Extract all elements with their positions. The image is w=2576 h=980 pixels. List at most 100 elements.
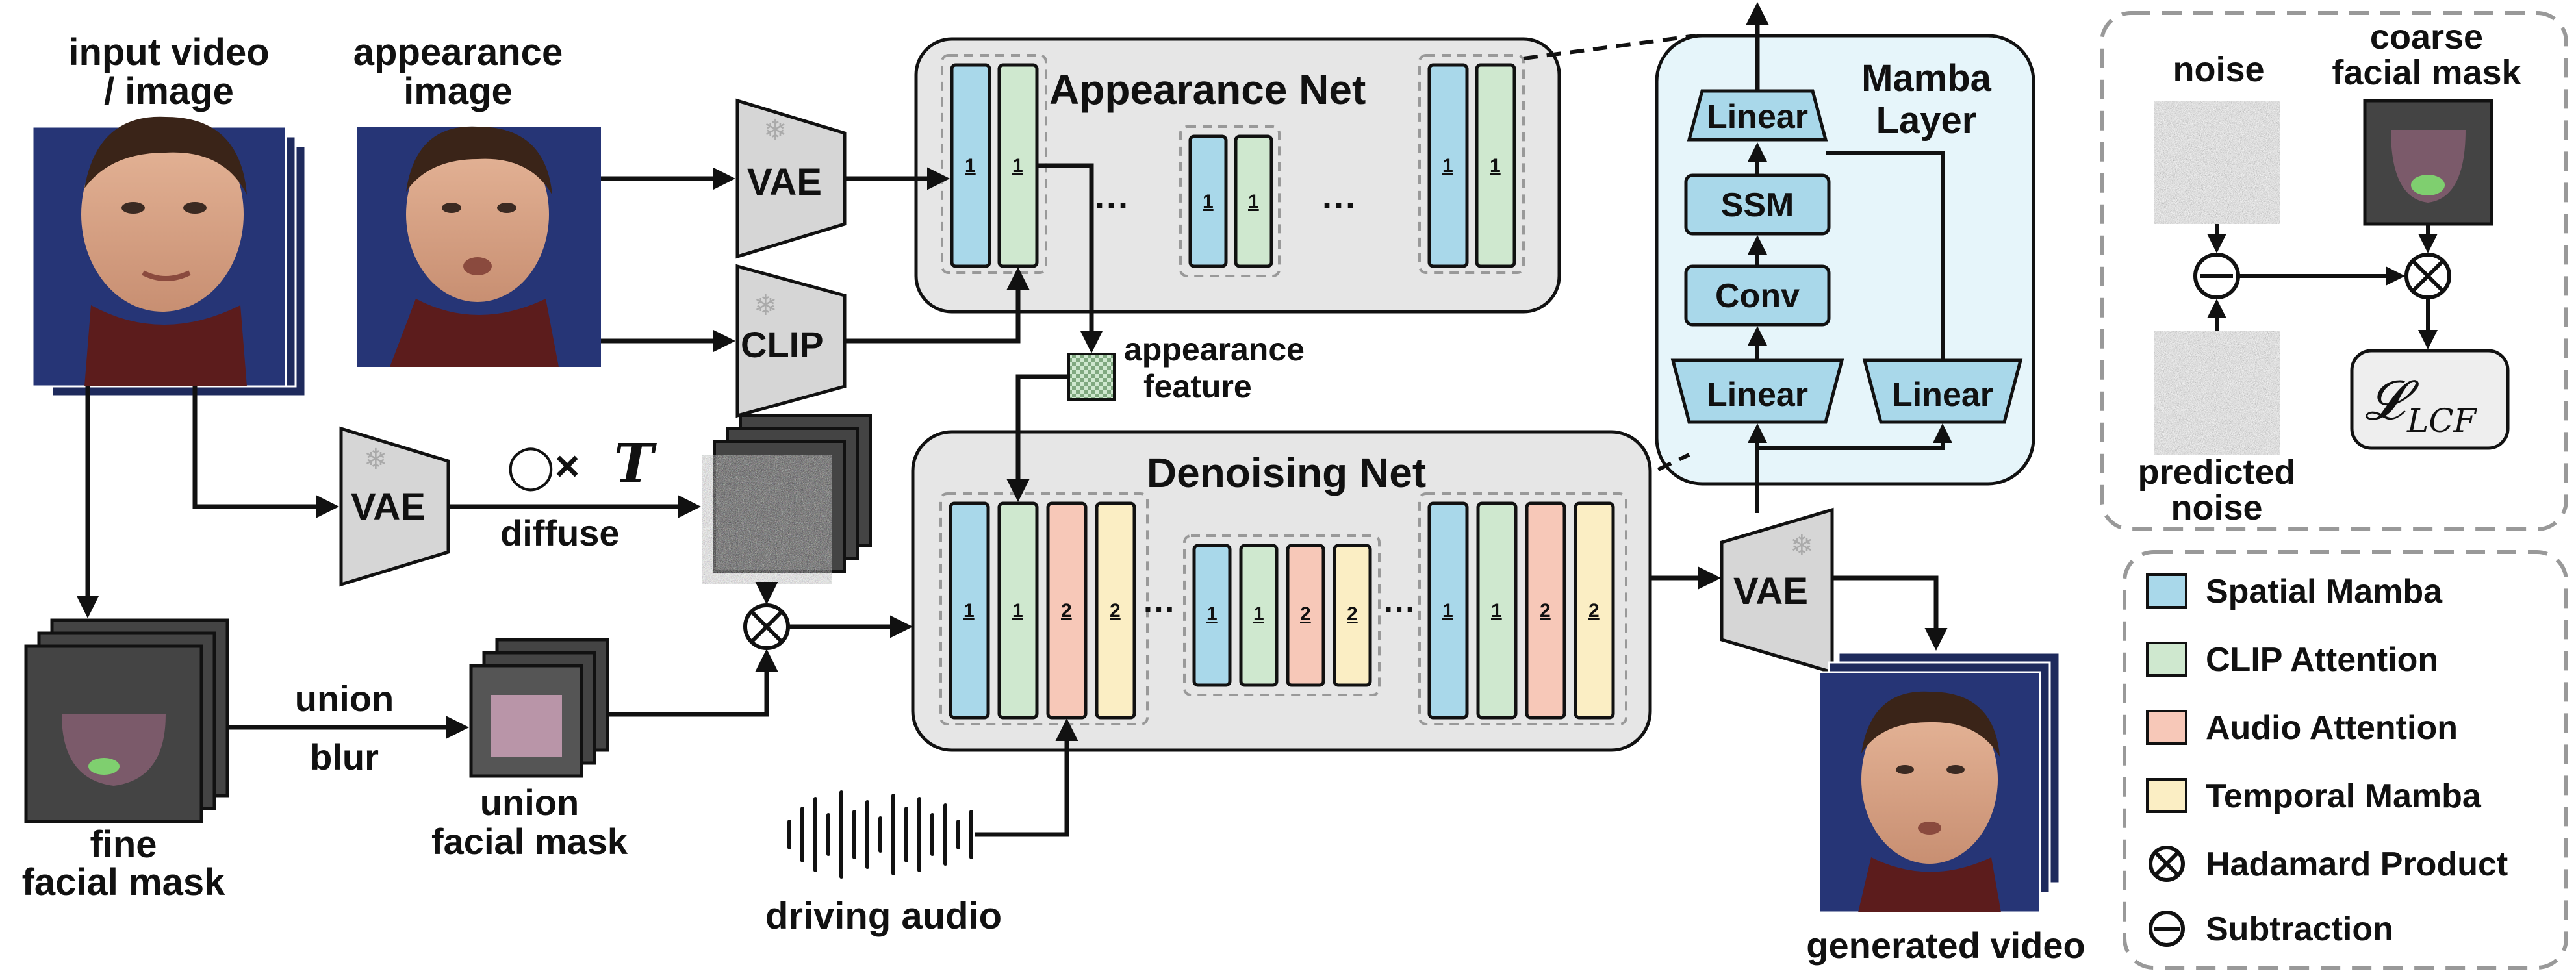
- appearance-image-label-line2: image: [403, 70, 513, 112]
- block-index: 2: [1061, 600, 1072, 622]
- denoising-net: Denoising Net 1 1 2 2 ··· 1 1 2 2 ··· 1 …: [911, 430, 1652, 752]
- block-clip-attention: [997, 63, 1039, 268]
- hadamard-product-mid: [743, 603, 790, 650]
- lcf-loss-box: [2350, 349, 2510, 450]
- block-index: 2: [1540, 600, 1551, 622]
- block-spatial-mamba: [1192, 544, 1232, 687]
- appearance-feature-line2: feature: [1143, 368, 1252, 405]
- block-temporal-mamba: [1095, 501, 1136, 720]
- input-video-group: input video / image: [31, 31, 307, 397]
- block-index: 1: [1253, 603, 1264, 625]
- linear-label: Linear: [1707, 376, 1808, 414]
- legend-swatch-clip-attention: [2146, 642, 2187, 677]
- legend-hadamard-icon: [2149, 846, 2185, 882]
- block-temporal-mamba: [1333, 544, 1372, 687]
- block-spatial-mamba: [1427, 63, 1469, 268]
- ellipsis: ···: [1322, 186, 1357, 225]
- union-facial-mask-stack: union facial mask: [431, 638, 628, 862]
- legend-label: CLIP Attention: [2206, 641, 2438, 679]
- block-index: 1: [963, 600, 975, 622]
- linear-in-left: [1670, 358, 1844, 424]
- legend-swatch-spatial-mamba: [2146, 573, 2187, 609]
- appearance-net-title: Appearance Net: [1049, 66, 1366, 113]
- appearance-feature: appearance feature: [1067, 331, 1305, 405]
- vae-encoder-top: ❄ VAE: [735, 98, 847, 259]
- legend-label: Hadamard Product: [2206, 846, 2508, 883]
- block-clip-attention: [1476, 501, 1518, 720]
- linear-label: Linear: [1707, 98, 1808, 136]
- predicted-noise-image: [2152, 329, 2282, 457]
- vae-decoder: ❄ VAE: [1720, 507, 1834, 675]
- block-index: 1: [1012, 155, 1023, 177]
- diffuse-symbol: ◯×: [507, 442, 580, 492]
- noise-image: [2152, 99, 2282, 226]
- mamba-layer-title-line1: Mamba: [1861, 57, 1992, 99]
- mamba-layer: Mamba Layer Linear SSM Conv Linear Linea…: [1655, 2, 2035, 513]
- union-mask-label-line1: union: [480, 782, 579, 823]
- block-spatial-mamba: [950, 63, 991, 268]
- block-index: 1: [1442, 600, 1453, 622]
- appearance-image-label-line1: appearance: [353, 31, 563, 73]
- ellipsis: ···: [1095, 186, 1130, 225]
- legend-label: Audio Attention: [2206, 709, 2458, 747]
- coarse-mask-label-line1: coarse: [2370, 18, 2483, 57]
- block-index: 1: [1490, 155, 1501, 177]
- fine-facial-mask-stack: fine facial mask: [22, 618, 229, 903]
- input-video-stack: [31, 116, 307, 397]
- block-index: 1: [1206, 603, 1218, 625]
- block-clip-attention: [1475, 63, 1516, 268]
- block-audio-attention: [1286, 544, 1325, 687]
- block-index: 2: [1588, 600, 1600, 622]
- generated-video-label: generated video: [1806, 925, 2085, 966]
- blur-label: blur: [310, 736, 379, 777]
- ellipsis: ···: [1384, 591, 1416, 627]
- noise-label: noise: [2173, 50, 2264, 89]
- clip-label: CLIP: [741, 324, 824, 365]
- mamba-layer-title-line2: Layer: [1876, 99, 1977, 142]
- driving-audio-label: driving audio: [765, 895, 1002, 937]
- frozen-icon: ❄: [763, 114, 787, 146]
- linear-label: Linear: [1892, 376, 1993, 414]
- frozen-icon: ❄: [1790, 530, 1814, 562]
- fine-mask-label-line1: fine: [90, 823, 157, 866]
- vae-label: VAE: [1733, 570, 1808, 612]
- block-index: 2: [1300, 603, 1311, 625]
- block-temporal-mamba: [1574, 501, 1615, 720]
- block-index: 2: [1110, 600, 1121, 622]
- noisy-latent-stack: [700, 414, 872, 586]
- clip-encoder: ❄ CLIP: [735, 264, 847, 418]
- vae-encoder-mid: ❄ VAE: [339, 426, 450, 587]
- generated-video-stack: [1818, 651, 2061, 914]
- ellipsis: ···: [1143, 591, 1176, 627]
- driving-audio-waveform: [787, 790, 973, 879]
- denoising-net-title: Denoising Net: [1147, 449, 1426, 496]
- block-audio-attention: [1046, 501, 1088, 720]
- union-mask-label-line2: facial mask: [431, 821, 628, 862]
- block-index: 1: [965, 155, 976, 177]
- linear-in-right: [1862, 358, 2023, 424]
- block-spatial-mamba: [1427, 501, 1469, 720]
- input-video-label-line2: / image: [104, 70, 234, 112]
- block-spatial-mamba: [1188, 134, 1228, 268]
- legend-swatch-audio-attention: [2146, 710, 2187, 745]
- legend-swatch-temporal-mamba: [2146, 778, 2187, 813]
- coarse-mask-label-line2: facial mask: [2332, 53, 2521, 92]
- vae-label: VAE: [351, 486, 426, 528]
- loss-panel: noise coarse facial mask 𝓛 LCF predicted…: [2100, 11, 2568, 531]
- block-index: 1: [1248, 191, 1259, 212]
- block-index: 1: [1203, 191, 1214, 212]
- predicted-noise-label-line2: noise: [2171, 488, 2262, 527]
- legend-label: Subtraction: [2206, 911, 2393, 948]
- block-index: 1: [1491, 600, 1502, 622]
- diffuse-T: T: [614, 433, 657, 495]
- linear-out: [1687, 89, 1828, 142]
- block-audio-attention: [1525, 501, 1566, 720]
- connectors: [76, 163, 1948, 837]
- block-clip-attention: [1239, 544, 1279, 687]
- diffuse-label: diffuse: [500, 512, 620, 553]
- appearance-image-group: appearance image: [353, 31, 601, 367]
- legend-label: Temporal Mamba: [2206, 777, 2482, 815]
- block-clip-attention: [997, 501, 1039, 720]
- input-face-image: [81, 116, 247, 386]
